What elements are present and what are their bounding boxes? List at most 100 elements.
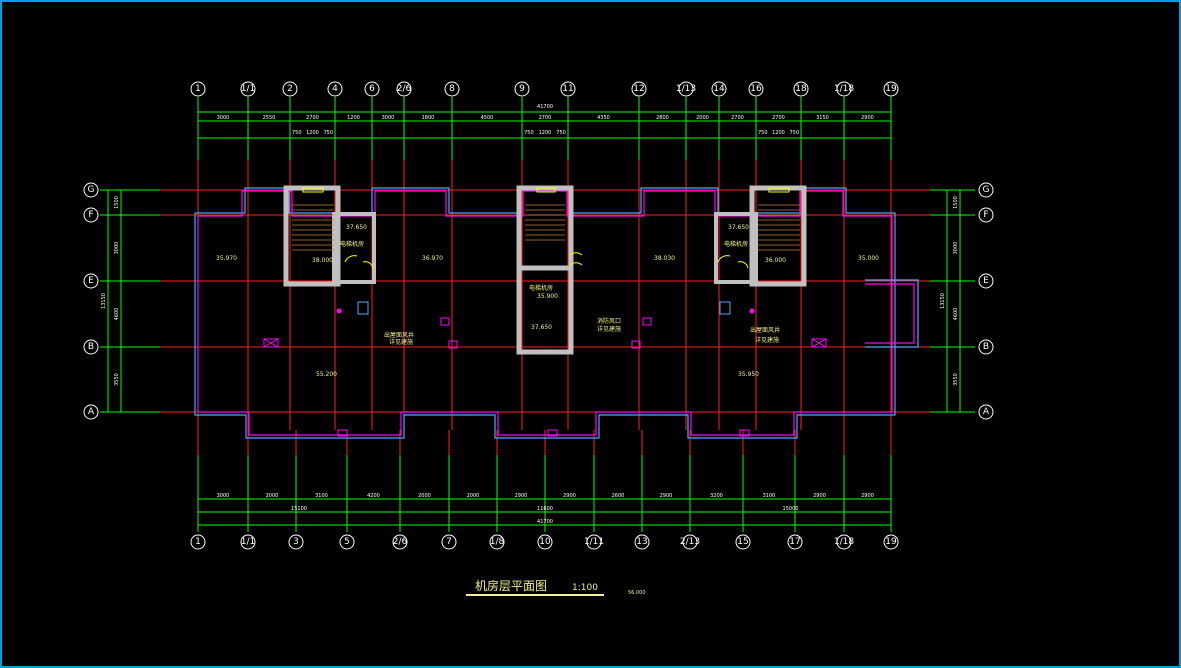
axis-label: 13	[636, 537, 647, 547]
axis-bubble	[748, 81, 764, 97]
dimension-text: 15100	[291, 506, 307, 512]
axis-bubble	[735, 534, 751, 550]
level-label: 35.900	[537, 293, 558, 300]
axis-bubble	[586, 534, 602, 550]
level-label: 36.000	[765, 257, 786, 264]
axis-label: 2/6	[397, 84, 412, 94]
stair-core-center	[516, 185, 574, 271]
axis-label: 6	[369, 84, 375, 94]
stair-treads	[292, 204, 800, 251]
dimension-text: 1200	[539, 130, 552, 136]
axis-label: 1/18	[834, 84, 854, 94]
dimension-text: 2900	[563, 493, 576, 499]
axis-label: G	[88, 185, 95, 195]
axis-bubble	[83, 182, 99, 198]
axis-bubble	[240, 81, 256, 97]
axis-label: B	[88, 342, 94, 352]
axis-bubble	[537, 534, 553, 550]
axis-label: F	[983, 210, 988, 220]
axis-bubble	[883, 534, 899, 550]
side-dimension-text: 3000	[114, 242, 120, 255]
dimension-text: 4350	[597, 115, 610, 121]
elevation-mark: 56.000	[628, 590, 646, 596]
axis-bubble	[634, 534, 650, 550]
window-markers	[263, 301, 827, 437]
axis-bubble	[514, 81, 530, 97]
axis-label: 1/8	[490, 537, 505, 547]
level-label: 36.970	[422, 255, 443, 262]
axis-bubble	[978, 182, 994, 198]
annotations: 35.970 37.650 38.000 36.970 35.900 37.65…	[216, 224, 879, 596]
axis-label: 19	[885, 537, 897, 547]
dimension-text: 1200	[347, 115, 360, 121]
dimension-text: 2800	[656, 115, 669, 121]
axis-bubble	[836, 81, 852, 97]
axis-label: 18	[795, 84, 807, 94]
axis-bubble	[364, 81, 380, 97]
vent-label: 消防风口	[597, 317, 621, 325]
axis-bubble	[978, 273, 994, 289]
axis-label: 1	[195, 537, 201, 547]
axis-bubble	[560, 81, 576, 97]
axis-label: F	[88, 210, 93, 220]
axis-label: 4	[332, 84, 338, 94]
dimension-text: 2700	[772, 115, 785, 121]
axis-label: 8	[449, 84, 455, 94]
axis-bubble	[978, 404, 994, 420]
side-dimension-text: 3550	[953, 373, 959, 386]
dimension-text: 750	[323, 130, 333, 136]
stair-core-right	[749, 185, 807, 287]
axis-label: 14	[713, 84, 725, 94]
axis-bubble	[678, 81, 694, 97]
axis-bubble	[441, 534, 457, 550]
vent-note: 详见建施	[597, 325, 621, 333]
elevator-room-right	[714, 212, 758, 284]
axis-label: 1/18	[834, 537, 854, 547]
dimension-text: 2900	[813, 493, 826, 499]
side-dimension-text: 4600	[953, 308, 959, 321]
level-label: 35.000	[858, 255, 879, 262]
axis-label: 11	[562, 84, 573, 94]
room-label: 电梯机房	[340, 240, 364, 248]
dimension-text: 1200	[306, 130, 319, 136]
axis-bubble	[83, 207, 99, 223]
vent-label: 出屋面风井	[750, 326, 780, 334]
side-dimension-text: 3550	[114, 373, 120, 386]
level-label: 37.650	[728, 224, 749, 231]
side-dimension-text: 13150	[940, 293, 946, 309]
dimension-text: 750	[524, 130, 534, 136]
dimension-text: 3200	[710, 493, 723, 499]
dimension-text: 15000	[783, 506, 799, 512]
axis-label: E	[983, 276, 989, 286]
axis-label: A	[88, 407, 95, 417]
axis-bubble	[190, 81, 206, 97]
dimension-text: 3100	[315, 493, 328, 499]
door-swings	[302, 187, 790, 269]
axis-label: 5	[344, 537, 350, 547]
dimension-text: 3000	[217, 115, 230, 121]
elevator-room-center	[516, 265, 574, 355]
dimension-text: 2900	[660, 493, 673, 499]
axis-label: E	[88, 276, 94, 286]
dimension-text: 3000	[382, 115, 395, 121]
axis-bubble	[396, 81, 412, 97]
dimension-text: 2000	[467, 493, 480, 499]
dimension-text: 2700	[731, 115, 744, 121]
axis-label: 7	[446, 537, 452, 547]
drawing-title: 机房层平面图	[475, 578, 547, 593]
axis-label: 12	[633, 84, 644, 94]
dimension-text: 3150	[816, 115, 829, 121]
level-label: 35.970	[216, 255, 237, 262]
dimension-text: 1800	[422, 115, 435, 121]
level-label: 55.200	[316, 371, 337, 378]
dimension-text: 2000	[696, 115, 709, 121]
axis-bubble	[83, 273, 99, 289]
dimension-text: 750	[758, 130, 768, 136]
axis-bubble	[288, 534, 304, 550]
axis-label: 1/13	[676, 84, 696, 94]
dimension-text: 2550	[263, 115, 276, 121]
dimension-text: 2900	[515, 493, 528, 499]
level-label: 37.650	[531, 324, 552, 331]
